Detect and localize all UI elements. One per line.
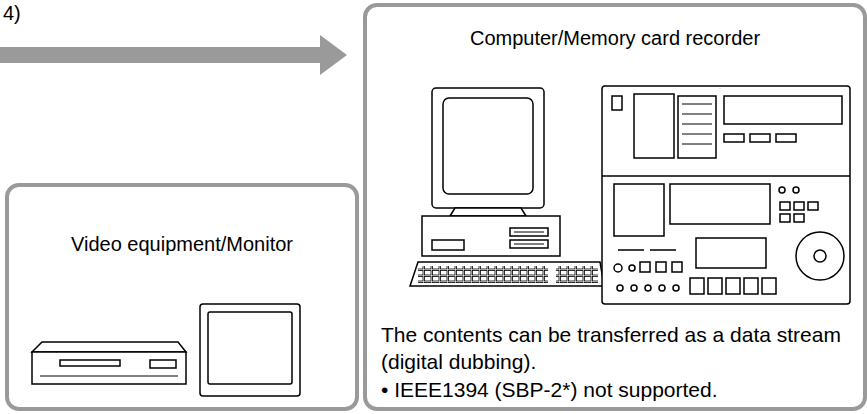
equipment-panel: Video equipment/Monitor	[5, 183, 359, 411]
vcr-icon	[32, 342, 186, 384]
panel-title: Video equipment/Monitor	[9, 231, 355, 257]
destination-panel: Computer/Memory card recorderThe content…	[363, 3, 867, 411]
panel-notes: The contents can be transferred as a dat…	[381, 321, 851, 403]
flow-arrow	[0, 35, 347, 75]
recorder-icon	[602, 86, 850, 304]
panel-note: The contents can be transferred as a dat…	[381, 321, 851, 376]
monitor-icon	[200, 304, 300, 396]
computer-icon	[410, 88, 604, 286]
panel-note: • IEEE1394 (SBP-2*) not supported.	[381, 376, 851, 403]
step-number: 4)	[3, 2, 21, 25]
panel-title: Computer/Memory card recorder	[367, 25, 863, 51]
